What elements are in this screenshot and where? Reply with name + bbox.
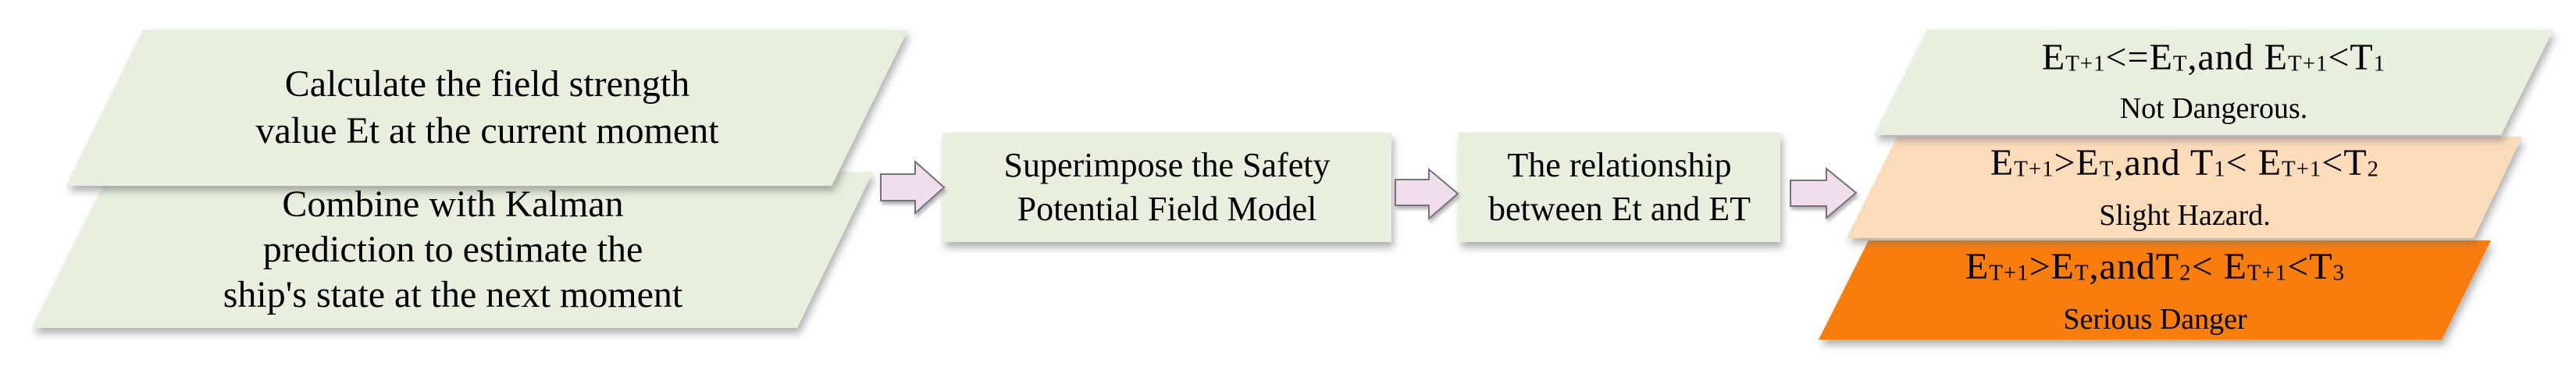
text-line: Potential Field Model xyxy=(1017,190,1317,228)
outcome-2-label: Slight Hazard. xyxy=(2099,199,2271,232)
process-step-1-text: Superimpose the Safety Potential Field M… xyxy=(942,144,1391,231)
text-line: ship's state at the next moment xyxy=(223,274,683,315)
outcome-1-label: Not Dangerous. xyxy=(2119,92,2308,125)
outcome-1-formula: ET+1<=ET,and ET+1<T1 xyxy=(2041,37,2386,78)
outcome-parallelogram-serious-shape xyxy=(1819,240,2491,340)
text-line: The relationship xyxy=(1507,146,1732,184)
outcome-3-formula: ET+1>ET,andT2< ET+1<T3 xyxy=(1965,246,2345,287)
text-line: Superimpose the Safety xyxy=(1003,146,1331,184)
text-line: prediction to estimate the xyxy=(262,229,643,270)
process-step-2-text: The relationship between Et and ET xyxy=(1459,144,1780,231)
input-parallelogram-kalman-shape xyxy=(32,172,873,328)
outcome-parallelogram-slight-shape xyxy=(1847,137,2522,238)
input-step-1-text: Calculate the field strength value Et at… xyxy=(97,61,878,155)
text-line: Calculate the field strength xyxy=(284,63,690,105)
input-step-2-text: Combine with Kalman prediction to estima… xyxy=(62,182,843,318)
outcome-parallelogram-safe-shape xyxy=(1874,30,2553,135)
input-parallelogram-field-strength-shape xyxy=(66,30,908,186)
text-line: Combine with Kalman xyxy=(282,183,624,225)
flow-arrow-3-icon xyxy=(1790,166,1858,220)
text-line: between Et and ET xyxy=(1488,190,1751,228)
process-box-superimpose-shape xyxy=(942,133,1391,242)
process-box-relationship-shape xyxy=(1459,133,1780,242)
flow-arrow-1-icon xyxy=(880,159,946,215)
outcome-2-formula: ET+1>ET,and T1< ET+1<T2 xyxy=(1990,142,2380,183)
outcome-3-label: Serious Danger xyxy=(2063,303,2247,336)
text-line: value Et at the current moment xyxy=(255,110,719,151)
flow-arrow-2-icon xyxy=(1395,167,1459,221)
